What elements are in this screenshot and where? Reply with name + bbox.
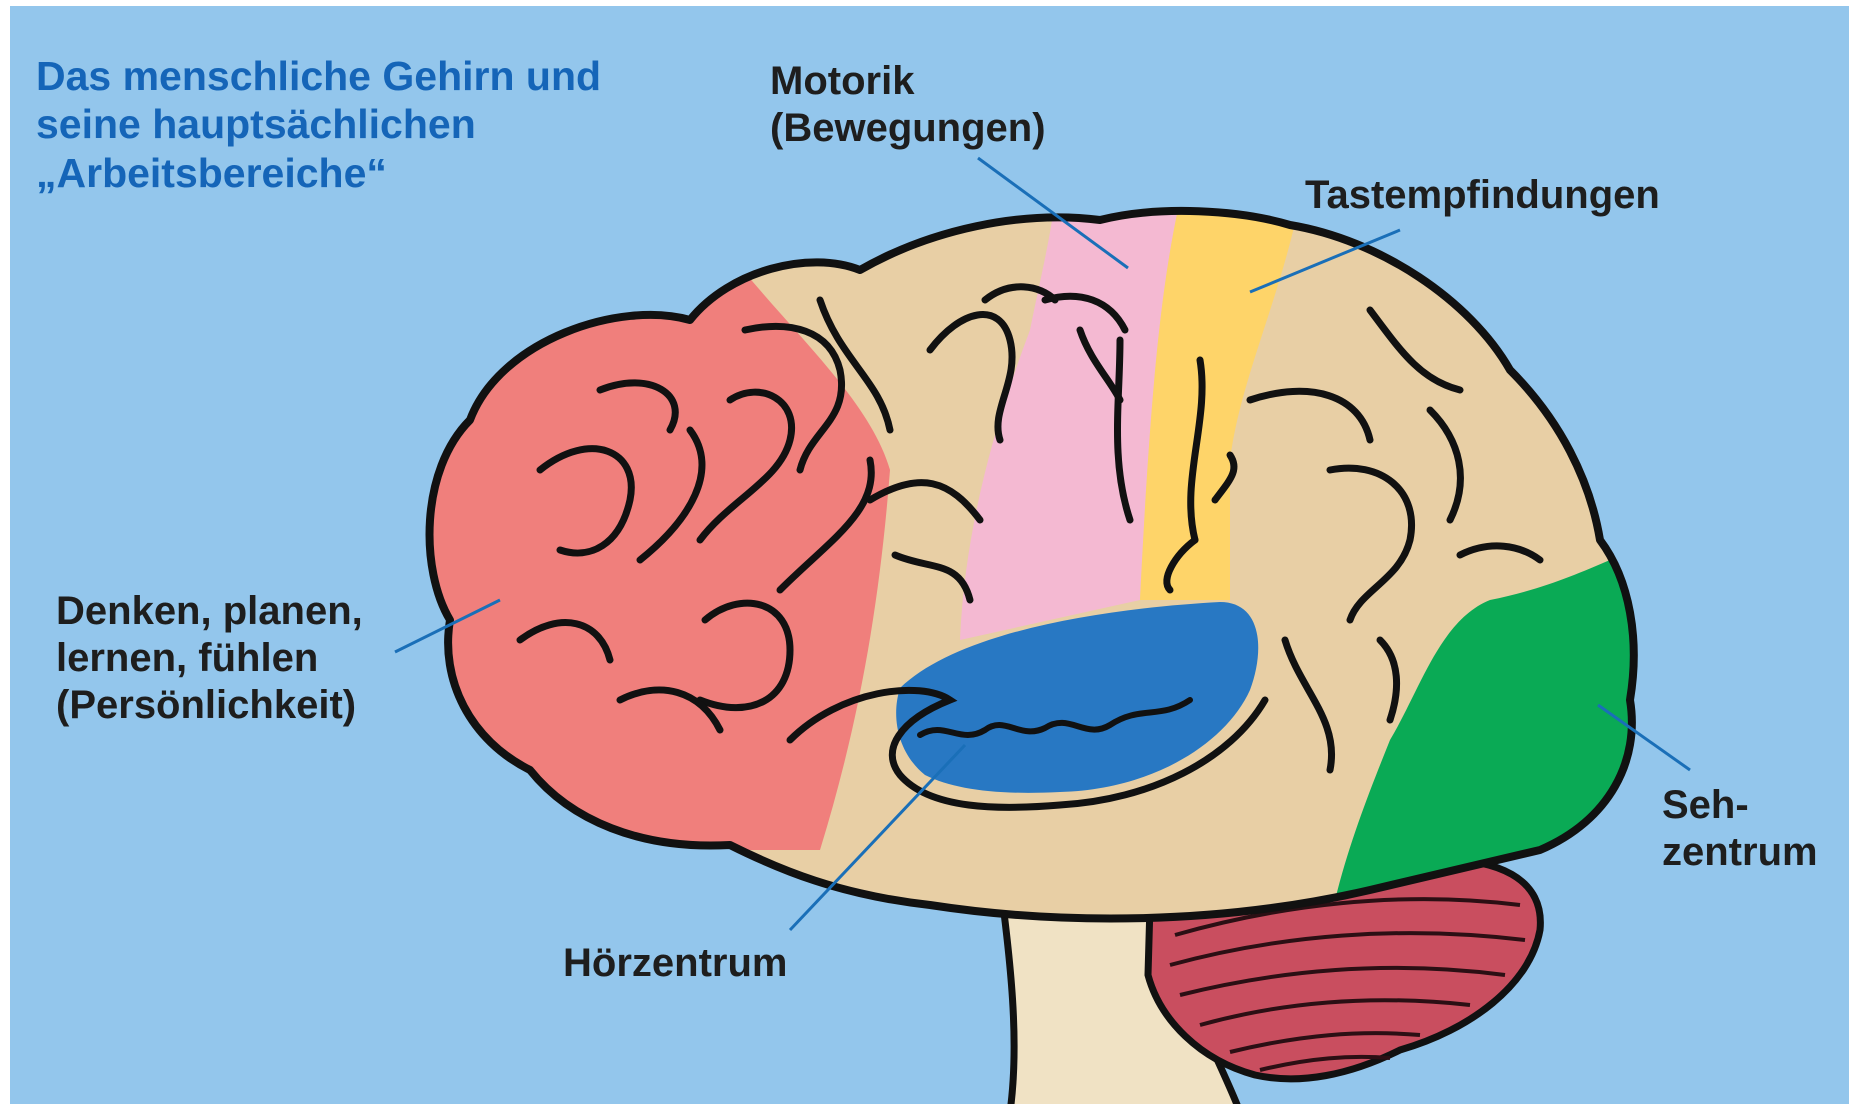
frame-bottom	[0, 1104, 1849, 1112]
frame-top	[0, 0, 1849, 6]
label-denken: Denken, planen, lernen, fühlen (Persönli…	[56, 588, 363, 730]
label-tastempfindungen: Tastempfindungen	[1305, 172, 1660, 219]
label-sehzentrum: Seh- zentrum	[1662, 782, 1818, 876]
diagram-title: Das menschliche Gehirn und seine hauptsä…	[36, 52, 601, 197]
label-motorik: Motorik (Bewegungen)	[770, 58, 1046, 152]
frame-left	[0, 0, 10, 1112]
label-hoerzentrum: Hörzentrum	[563, 940, 787, 987]
